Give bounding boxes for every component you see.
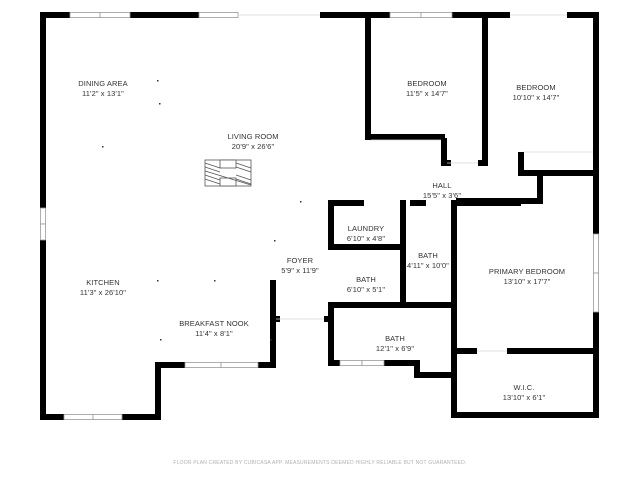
outlet-markers bbox=[102, 80, 302, 341]
room-dimensions: 6'10" x 5'1" bbox=[346, 285, 386, 294]
room-dimensions: 11'3" x 26'10" bbox=[79, 288, 127, 297]
room-label-breakfast-nook: BREAKFAST NOOK 11'4" x 8'1" bbox=[179, 319, 249, 339]
room-label-kitchen: KITCHEN 11'3" x 26'10" bbox=[80, 278, 126, 298]
windows bbox=[40, 12, 599, 420]
open-thresholds bbox=[238, 14, 593, 352]
room-name: BATH bbox=[385, 334, 405, 343]
walls bbox=[40, 12, 599, 420]
room-label-dining-area: DINING AREA 11'2" x 13'1" bbox=[78, 79, 127, 99]
room-label-bath-large: BATH 12'1" x 6'9" bbox=[376, 334, 414, 354]
room-name: W.I.C. bbox=[513, 383, 535, 392]
room-dimensions: 12'1" x 6'9" bbox=[375, 344, 415, 353]
room-name: BREAKFAST NOOK bbox=[179, 319, 249, 328]
room-name: BEDROOM bbox=[516, 83, 556, 92]
room-label-primary-bedroom: PRIMARY BEDROOM 13'10" x 17'7" bbox=[489, 267, 565, 287]
fireplace-icon bbox=[204, 159, 252, 187]
room-name: KITCHEN bbox=[86, 278, 120, 287]
room-name: PRIMARY BEDROOM bbox=[488, 267, 566, 276]
room-name: DINING AREA bbox=[78, 79, 128, 88]
room-label-laundry: LAUNDRY 6'10" x 4'8" bbox=[347, 224, 385, 244]
room-label-living-room: LIVING ROOM 20'9" x 26'6" bbox=[227, 132, 278, 152]
room-name: BATH bbox=[356, 275, 376, 284]
room-dimensions: 11'5" x 14'7" bbox=[406, 89, 448, 98]
room-dimensions: 11'4" x 8'1" bbox=[195, 329, 233, 338]
room-dimensions: 4'11" x 10'0" bbox=[407, 261, 449, 270]
room-name: BATH bbox=[418, 251, 438, 260]
room-label-hall: HALL 15'5" x 3'6" bbox=[423, 181, 461, 201]
room-dimensions: 15'5" x 3'6" bbox=[422, 191, 462, 200]
room-dimensions: 6'10" x 4'8" bbox=[346, 234, 386, 243]
room-dimensions: 11'2" x 13'1" bbox=[82, 89, 124, 98]
room-name: HALL bbox=[432, 181, 452, 190]
room-dimensions: 20'9" x 26'6" bbox=[231, 142, 275, 151]
room-label-bedroom-2: BEDROOM 10'10" x 14'7" bbox=[513, 83, 560, 103]
room-name: FOYER bbox=[286, 256, 314, 265]
room-dimensions: 10'10" x 14'7" bbox=[512, 93, 560, 102]
room-label-bath-narrow: BATH 4'11" x 10'0" bbox=[407, 251, 449, 271]
room-label-bedroom-1: BEDROOM 11'5" x 14'7" bbox=[406, 79, 448, 99]
room-label-foyer: FOYER 5'9" x 11'9" bbox=[281, 256, 319, 276]
room-dimensions: 5'9" x 11'9" bbox=[281, 266, 319, 275]
room-name: LAUNDRY bbox=[347, 224, 385, 233]
room-name: LIVING ROOM bbox=[227, 132, 279, 141]
disclaimer-footer: FLOOR PLAN CREATED BY CUBICASA APP. MEAS… bbox=[173, 460, 467, 466]
room-label-bath-small: BATH 6'10" x 5'1" bbox=[347, 275, 385, 295]
room-dimensions: 13'10" x 17'7" bbox=[503, 277, 551, 286]
room-name: BEDROOM bbox=[407, 79, 447, 88]
room-dimensions: 13'10" x 6'1" bbox=[502, 393, 546, 402]
room-label-wic: W.I.C. 13'10" x 6'1" bbox=[503, 383, 545, 403]
